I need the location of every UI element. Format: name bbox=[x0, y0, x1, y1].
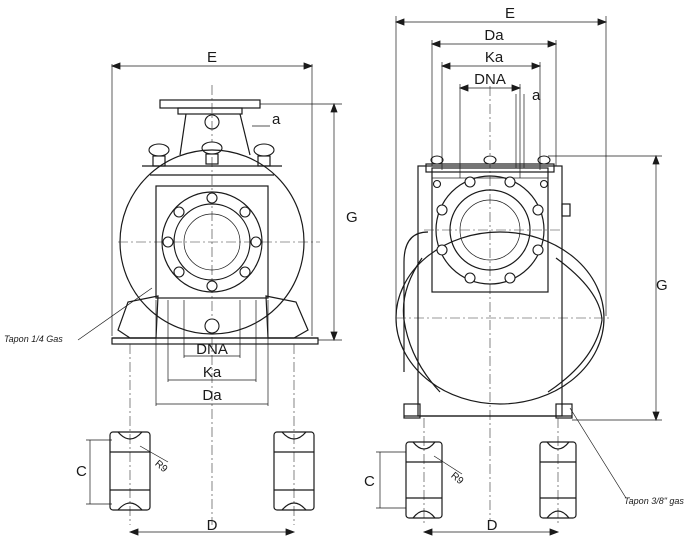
left-label-tap-note: Tapon 1/4 Gas bbox=[4, 334, 63, 344]
left-drain-port bbox=[204, 318, 220, 334]
left-dim-Da bbox=[155, 300, 269, 406]
left-label-R9: R9 bbox=[152, 458, 169, 475]
right-label-Da: Da bbox=[484, 27, 504, 44]
right-label-D: D bbox=[487, 517, 498, 534]
left-label-Da: Da bbox=[202, 387, 222, 404]
right-flange-bolts bbox=[436, 176, 544, 284]
left-dim-DNA bbox=[183, 300, 241, 358]
right-dim-G bbox=[548, 154, 662, 422]
left-dim-G bbox=[260, 102, 342, 342]
left-pump-view: E G a DNA Ka Da bbox=[4, 49, 358, 536]
right-tap-leader bbox=[569, 407, 627, 499]
left-foot-left bbox=[117, 295, 159, 339]
left-suction-flange bbox=[155, 185, 269, 299]
right-label-E: E bbox=[505, 5, 515, 22]
left-label-D: D bbox=[207, 517, 218, 534]
right-label-tap-note: Tapon 3/8" gas bbox=[624, 496, 684, 506]
left-label-E: E bbox=[207, 49, 217, 66]
right-dim-DNA bbox=[458, 84, 522, 178]
left-flange-bolts bbox=[162, 192, 262, 292]
left-tap-leader bbox=[77, 287, 153, 341]
right-dim-Da bbox=[430, 40, 558, 166]
left-label-Ka: Ka bbox=[203, 364, 222, 381]
right-label-R9: R9 bbox=[448, 470, 465, 487]
right-label-C: C bbox=[364, 473, 375, 490]
left-dim-E bbox=[110, 62, 314, 336]
left-label-a: a bbox=[272, 111, 281, 128]
right-foot-slot-right bbox=[539, 441, 577, 519]
right-label-G: G bbox=[656, 277, 668, 294]
left-foot-slot-left bbox=[109, 431, 151, 511]
right-dim-E bbox=[394, 16, 608, 316]
right-label-DNA: DNA bbox=[474, 71, 506, 88]
left-foot-slot-right bbox=[273, 431, 315, 511]
left-foot-right bbox=[265, 295, 309, 339]
right-label-Ka: Ka bbox=[485, 49, 504, 66]
left-bolt-row bbox=[142, 141, 282, 176]
right-pump-view: E Da Ka DNA a bbox=[364, 5, 684, 536]
right-dim-Ka bbox=[440, 62, 542, 170]
left-label-G: G bbox=[346, 209, 358, 226]
left-label-DNA: DNA bbox=[196, 341, 228, 358]
left-dim-Ka bbox=[167, 300, 257, 382]
right-label-a: a bbox=[532, 87, 541, 104]
left-label-C: C bbox=[76, 463, 87, 480]
left-top-flange bbox=[159, 99, 261, 109]
right-foot-slot-left bbox=[405, 441, 443, 519]
